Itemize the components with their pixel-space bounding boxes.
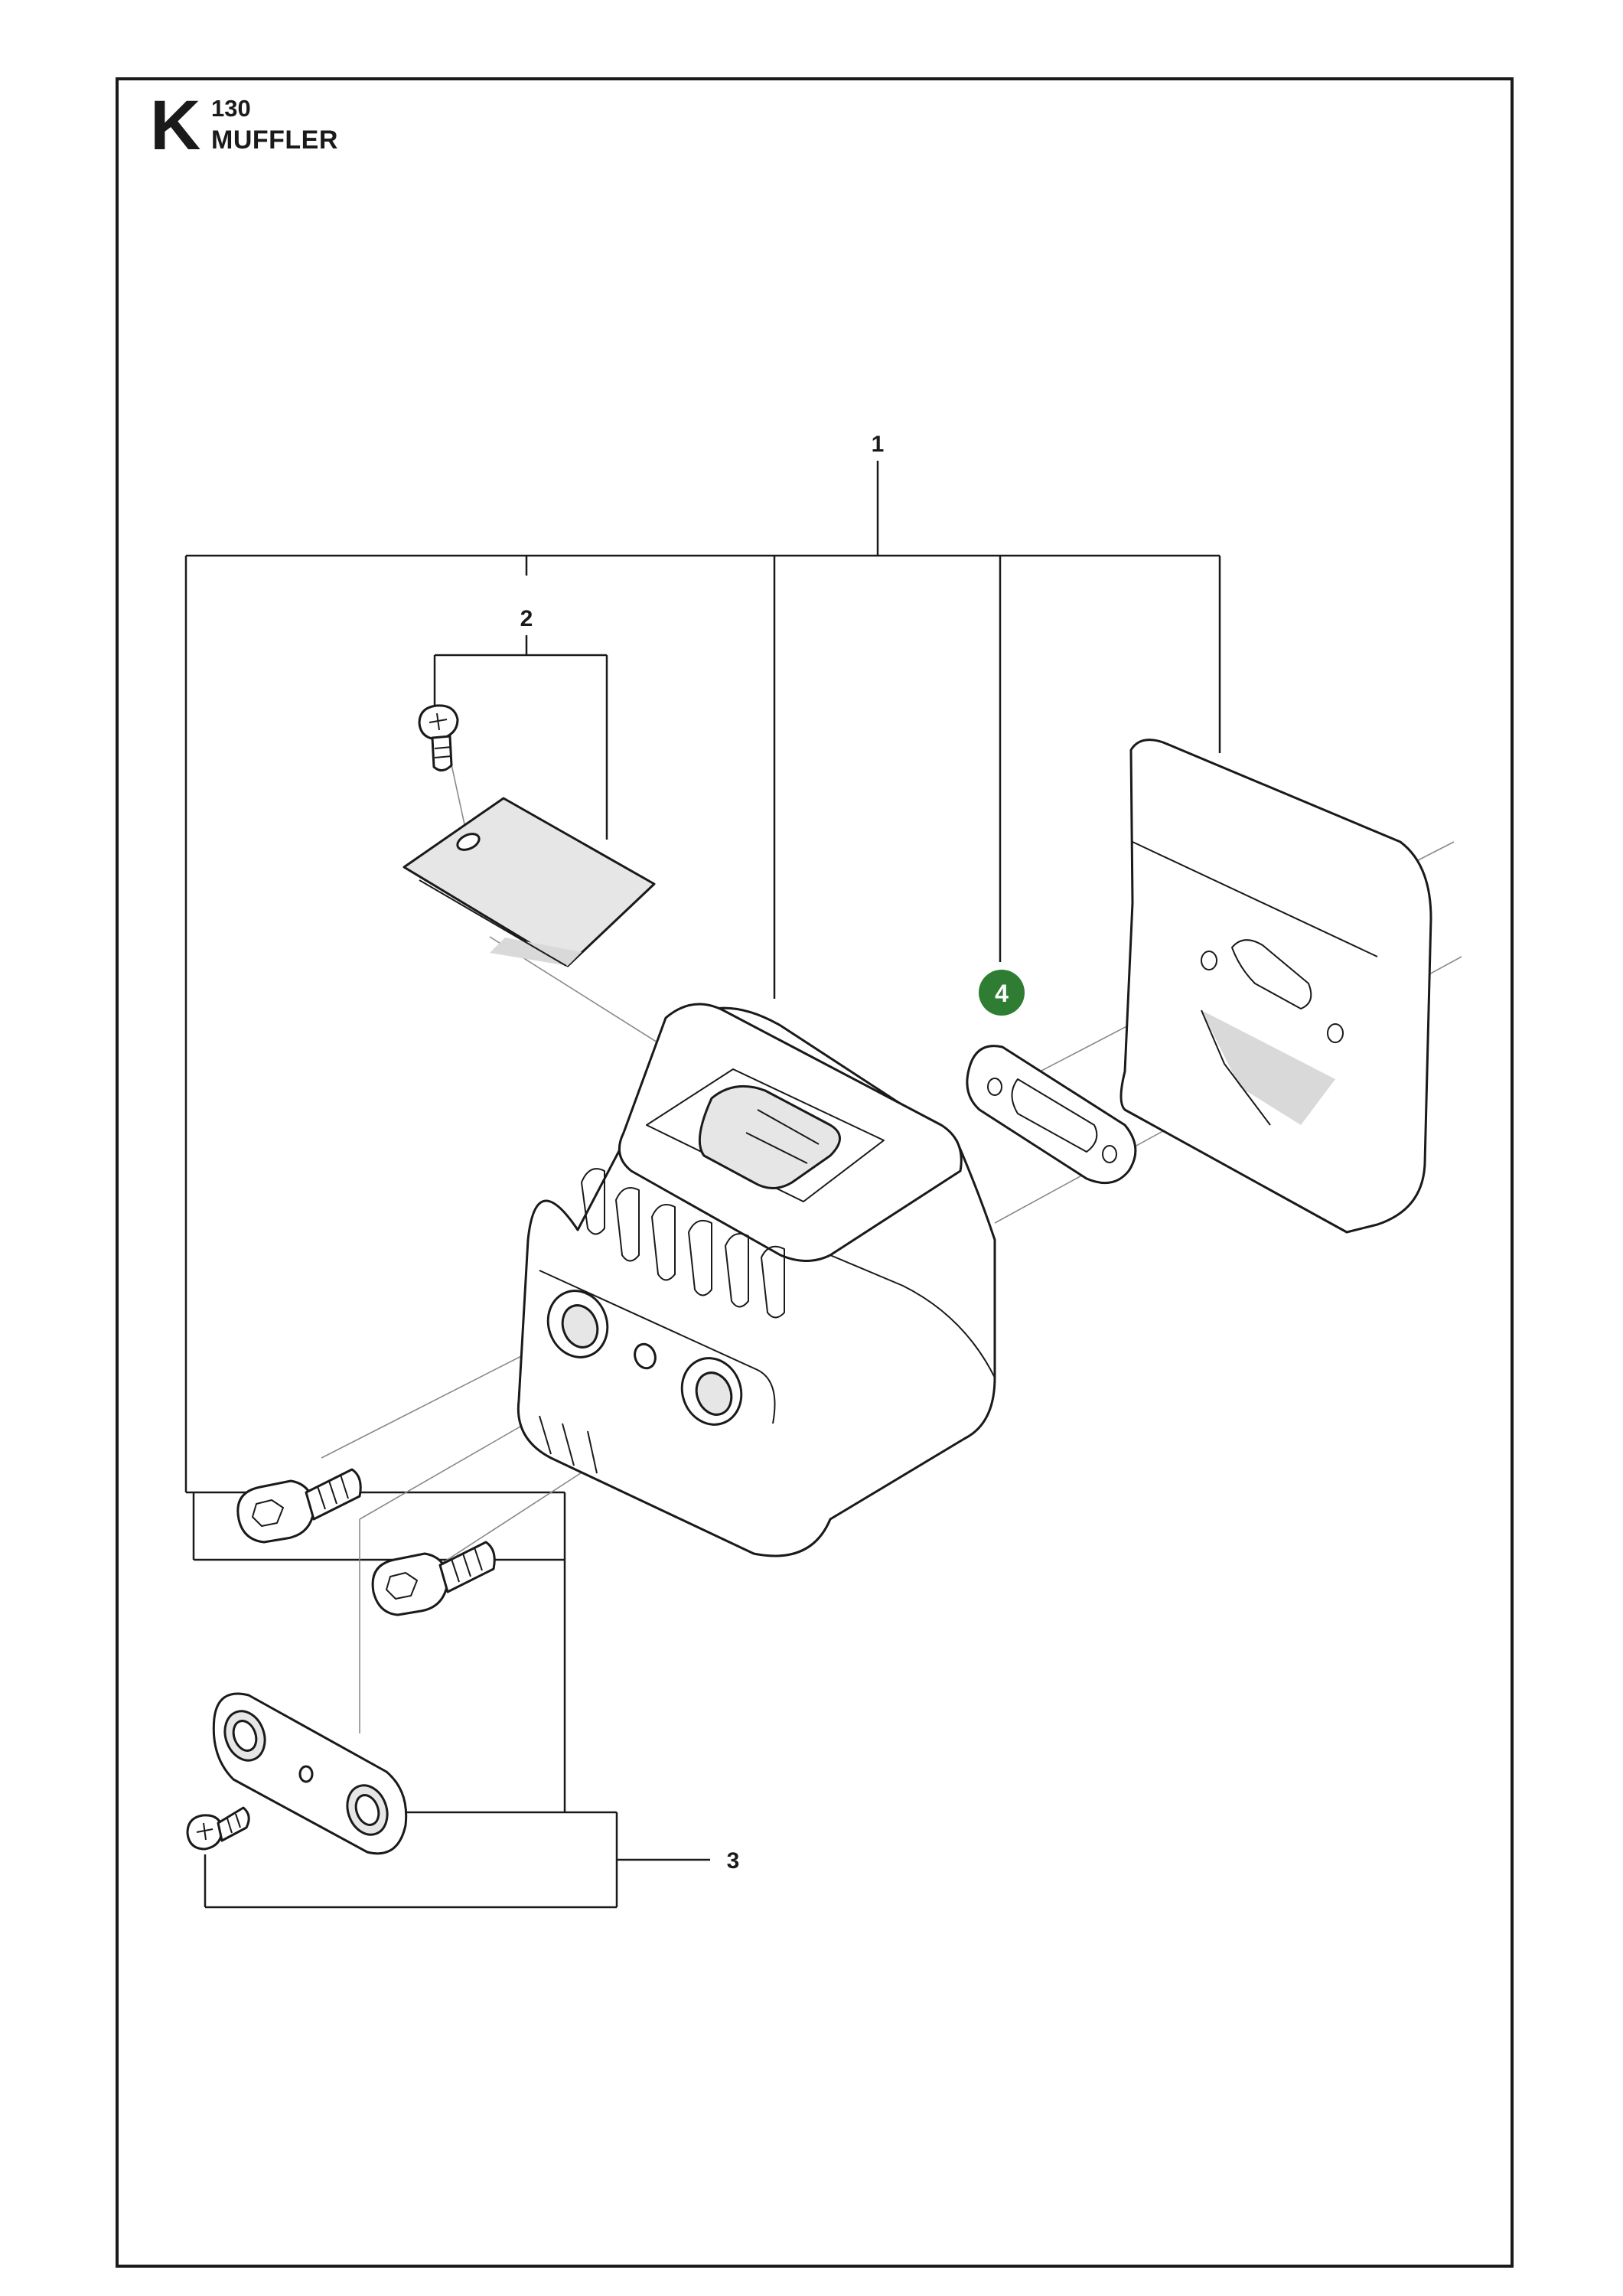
screw-part-3: [186, 1806, 250, 1851]
plate-part-2: [402, 797, 656, 967]
bolt-lower: [371, 1541, 496, 1616]
muffler-outlet-ports: [546, 1290, 743, 1426]
callout-3-leader-lines: [204, 1811, 710, 1909]
muffler-cooling-fins: [581, 1168, 785, 1319]
section-letter: K: [150, 86, 201, 165]
drawing-frame: [116, 77, 1514, 2268]
callout-4-highlight: 4: [979, 970, 1025, 1016]
section-number: 130: [211, 95, 251, 122]
callout-4-badge: [979, 970, 1025, 1016]
section-title: MUFFLER: [211, 126, 338, 155]
callout-2-label: 2: [520, 606, 533, 631]
callout-1-label: 1: [872, 432, 885, 457]
gasket-part-4: [966, 1045, 1137, 1185]
callout-1-leader-lines: [184, 461, 1221, 1812]
clamp-plate-part-3: [212, 1692, 408, 1855]
bolt-upper: [236, 1468, 362, 1544]
screw-part-2: [418, 704, 459, 771]
callout-4-label: 4: [995, 980, 1009, 1007]
callout-3-label: 3: [727, 1848, 740, 1874]
callout-2-leader-lines: [433, 635, 608, 840]
muffler-body-part-1: [517, 1003, 996, 1557]
cylinder-heat-shield: [1119, 739, 1432, 1234]
